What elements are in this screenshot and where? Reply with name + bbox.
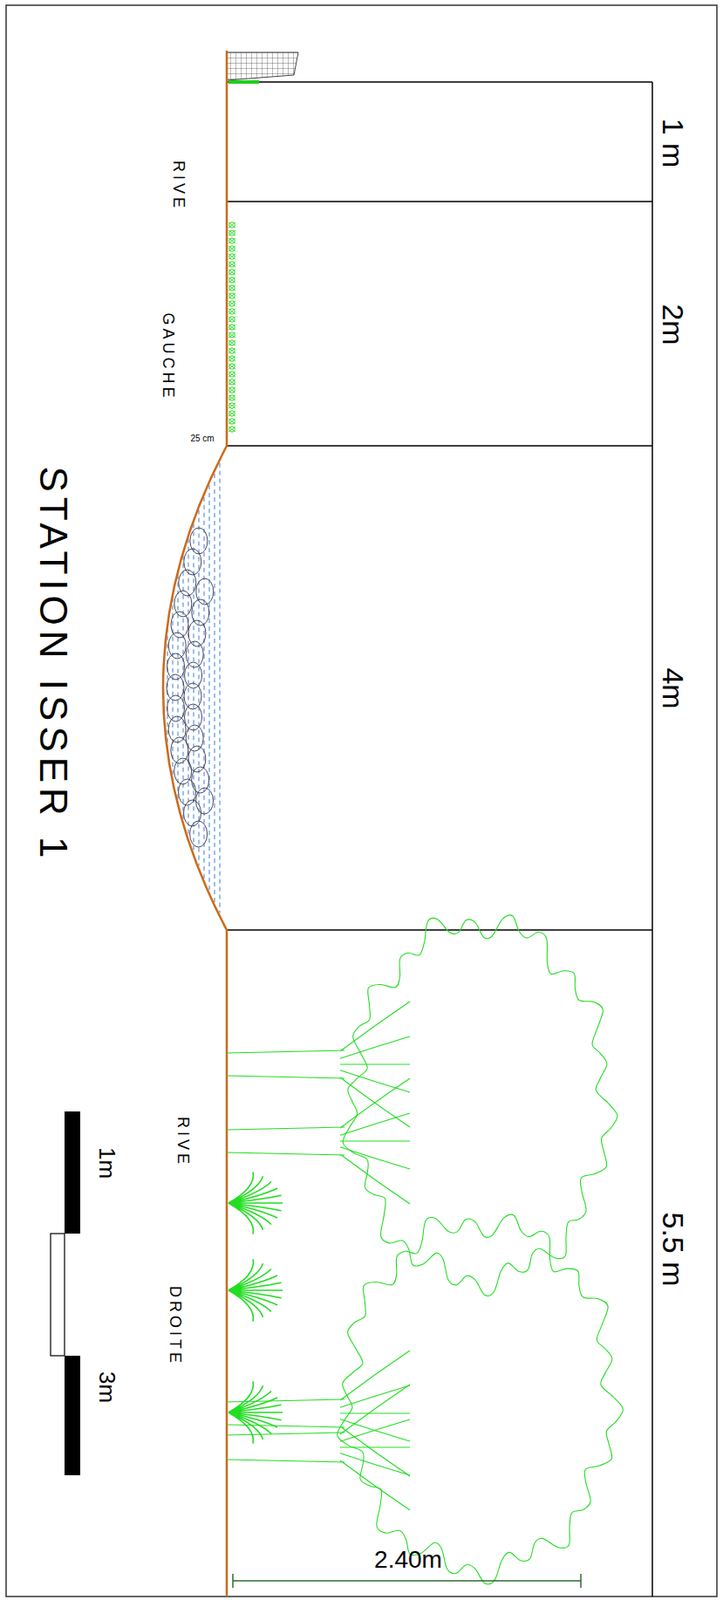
bank-vegetation	[228, 222, 236, 432]
bank-label: GAUCHE	[160, 312, 177, 401]
width-label: 2.40m	[374, 1547, 443, 1572]
scale-bar	[50, 1111, 81, 1475]
dimension-lines	[226, 81, 653, 1597]
depth-label: 25 cm	[190, 434, 214, 444]
dimension-label: 1 m	[658, 118, 689, 169]
bank-profile	[163, 50, 227, 1597]
dimension-label: 5.5 m	[658, 1211, 689, 1286]
grass-strip	[228, 80, 260, 84]
bank-label: RIVE	[175, 1116, 191, 1167]
bank-label: DROITE	[167, 1285, 184, 1366]
width-dimension	[232, 1573, 581, 1588]
river-water	[167, 463, 220, 914]
scale-label: 1m	[95, 1146, 119, 1179]
riparian-trees	[226, 914, 623, 1584]
station-title: STATION ISSER 1	[34, 465, 73, 863]
bank-label: RIVE	[170, 160, 187, 212]
scale-label: 3m	[95, 1370, 119, 1403]
dimension-label: 4m	[658, 667, 689, 709]
frame	[6, 5, 717, 1597]
river-stones	[166, 527, 214, 847]
gabion-structure	[226, 52, 299, 81]
dimension-label: 2m	[658, 303, 689, 345]
shrubs	[228, 1171, 283, 1443]
